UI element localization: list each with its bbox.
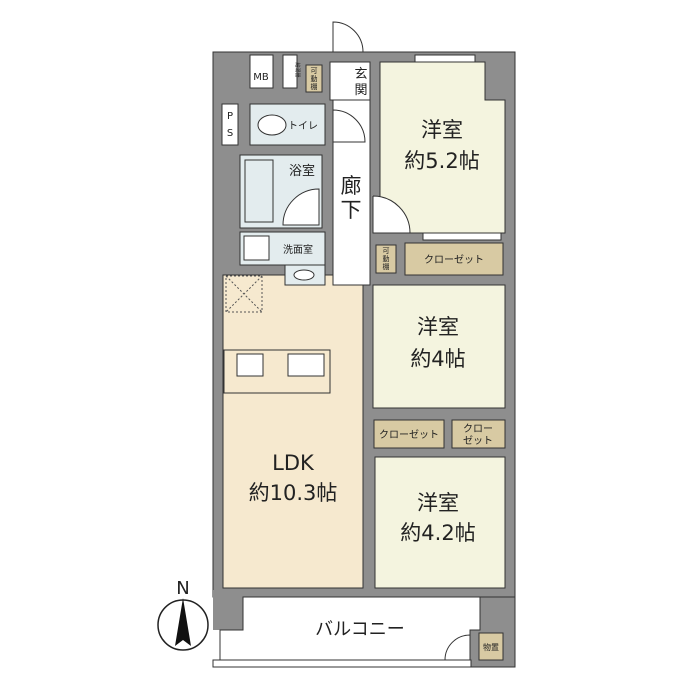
storage-door bbox=[444, 634, 471, 661]
shelf-label: 可 bbox=[311, 67, 318, 75]
ldk-size: 約10.3帖 bbox=[249, 481, 338, 505]
balcony-rail bbox=[212, 659, 472, 668]
kitchen-sink-icon bbox=[287, 353, 325, 377]
hallway-label: 廊 bbox=[341, 174, 362, 198]
closet-2 bbox=[373, 419, 445, 449]
compass: N bbox=[157, 578, 209, 651]
bath-door bbox=[282, 188, 320, 226]
bedroom-1-size: 約5.2帖 bbox=[404, 149, 479, 173]
bedroom-3-name: 洋室 bbox=[417, 491, 459, 515]
shelf-label: 動 bbox=[383, 254, 390, 263]
bedroom-1-door bbox=[372, 195, 411, 234]
ps-label: S bbox=[227, 128, 233, 139]
shelf-label: 棚 bbox=[383, 262, 390, 271]
bedroom-2-name: 洋室 bbox=[417, 315, 459, 339]
compass-north-label: N bbox=[176, 578, 189, 599]
bedroom-2 bbox=[372, 284, 506, 409]
bathtub-icon bbox=[244, 159, 274, 223]
washroom-label: 洗面室 bbox=[283, 243, 313, 256]
ps-label: P bbox=[227, 111, 233, 122]
water-heater-label: 給湯器 bbox=[294, 62, 301, 77]
storage-label: 物置 bbox=[483, 642, 499, 652]
window bbox=[414, 54, 476, 63]
bedroom-2-size: 約4帖 bbox=[410, 347, 465, 371]
closet-1-doors bbox=[422, 232, 502, 241]
closet-1-label: クローゼット bbox=[424, 254, 484, 266]
entrance-label: 関 bbox=[354, 83, 367, 98]
basin-icon bbox=[293, 269, 315, 281]
shelf-label: 動 bbox=[311, 74, 318, 83]
shelf-label: 可 bbox=[383, 247, 390, 255]
ldk-name: LDK bbox=[272, 451, 315, 475]
entrance-label: 玄 bbox=[354, 67, 367, 82]
closet-1 bbox=[404, 242, 504, 276]
toilet-label: トイレ bbox=[288, 121, 318, 132]
fridge-space bbox=[225, 275, 263, 313]
movable-shelf-2 bbox=[305, 64, 323, 93]
meter-box bbox=[249, 54, 274, 89]
bedroom-3 bbox=[374, 456, 506, 589]
bedroom-3-size: 約4.2帖 bbox=[400, 521, 475, 545]
bedroom-1-name: 洋室 bbox=[421, 118, 463, 142]
pipe-space bbox=[221, 103, 239, 146]
storage bbox=[478, 632, 504, 661]
closet-3-label: クロー bbox=[463, 423, 493, 435]
north-arrow-icon bbox=[175, 598, 191, 646]
toilet-door bbox=[332, 109, 366, 143]
entrance bbox=[329, 61, 371, 101]
shelf-label: 棚 bbox=[311, 82, 318, 91]
toilet-icon bbox=[257, 114, 287, 136]
mb-label: MB bbox=[253, 72, 269, 83]
closet-3-label: ゼット bbox=[463, 435, 493, 447]
front-door bbox=[332, 21, 364, 53]
washing-machine-icon bbox=[243, 235, 270, 261]
closet-2-label: クローゼット bbox=[379, 429, 439, 441]
closet-3 bbox=[451, 419, 506, 449]
movable-shelf-1 bbox=[375, 244, 397, 274]
balcony-wall bbox=[213, 590, 243, 630]
hallway-label: 下 bbox=[341, 198, 362, 222]
balcony-label: バルコニー bbox=[315, 619, 405, 640]
water-heater bbox=[282, 54, 298, 89]
stove-icon bbox=[236, 353, 264, 377]
bath-label: 浴室 bbox=[289, 163, 315, 179]
ldk bbox=[222, 274, 364, 589]
